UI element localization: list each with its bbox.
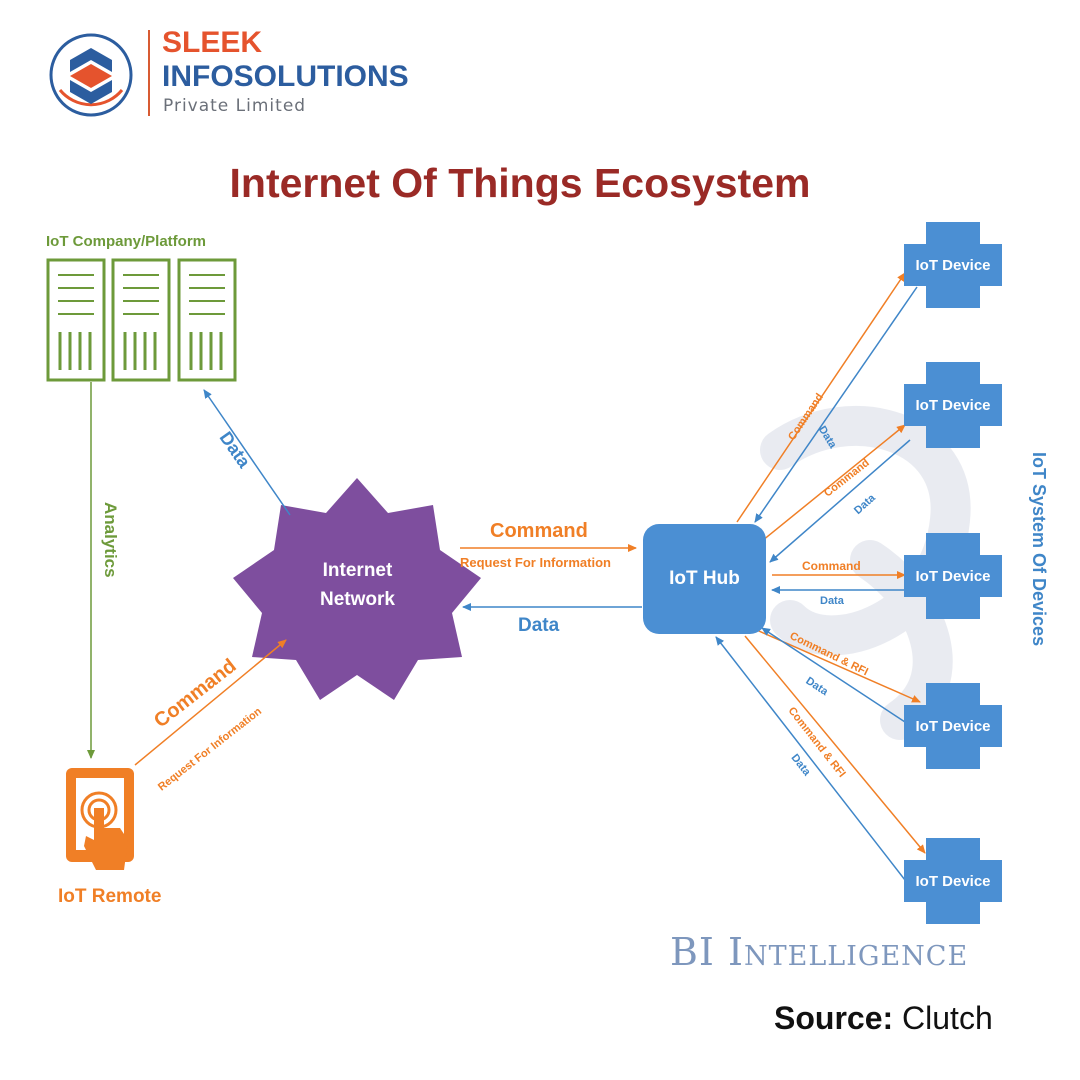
- internet-network-label: Internet Network: [300, 556, 415, 614]
- platform-label: IoT Company/Platform: [46, 233, 207, 250]
- remote-label: IoT Remote: [58, 886, 162, 907]
- iot-device-2-label: IoT Device: [915, 397, 991, 414]
- platform-servers-icon: [46, 258, 237, 382]
- brand-name: SLEEK INFOSOLUTIONS: [162, 26, 409, 94]
- network-command-label: Command: [490, 520, 588, 542]
- brand-logo: [46, 30, 136, 120]
- internet-network-label-line1: Internet: [322, 560, 393, 581]
- diagram-title: Internet Of Things Ecosystem: [229, 160, 811, 206]
- iot-hub-node: IoT Hub: [643, 524, 766, 634]
- device-shapes: [904, 222, 1002, 924]
- iot-device-3-label: IoT Device: [915, 568, 991, 585]
- internet-network-node: [233, 478, 481, 700]
- iot-device-5-label: IoT Device: [915, 873, 991, 890]
- brand-subtitle: Private Limited: [163, 96, 307, 116]
- network-request-label: Request For Information: [460, 555, 611, 570]
- source-credit: Source: Clutch: [774, 1000, 993, 1037]
- device-3-command-label: Command: [802, 559, 861, 573]
- remote-to-network-command-arrow: [134, 639, 287, 766]
- hub-device-links: [715, 272, 926, 881]
- logo-mark-icon: [49, 33, 133, 117]
- internet-network-label-line2: Network: [320, 589, 395, 610]
- watermark-text: BI Intelligence: [670, 930, 969, 974]
- brand-name-line2: INFOSOLUTIONS: [162, 60, 409, 93]
- iot-device-1-label: IoT Device: [915, 257, 991, 274]
- iot-system-label: IoT System Of Devices: [1029, 452, 1049, 647]
- hub-data-label: Data: [518, 615, 560, 636]
- device-3-data-label: Data: [820, 595, 844, 607]
- network-to-platform-data-arrow: [203, 389, 291, 516]
- bi-intelligence-watermark: BI Intelligence: [670, 930, 968, 974]
- iot-device-4-label: IoT Device: [915, 718, 991, 735]
- source-label: Source:: [774, 1000, 894, 1036]
- analytics-label: Analytics: [101, 502, 120, 578]
- source-value: Clutch: [902, 1000, 993, 1036]
- watermark-swirl: [760, 405, 971, 740]
- iot-hub-label: IoT Hub: [669, 568, 740, 589]
- brand-name-line1: SLEEK: [162, 26, 263, 59]
- iot-remote-icon: [66, 768, 134, 870]
- brand-divider: [148, 30, 150, 116]
